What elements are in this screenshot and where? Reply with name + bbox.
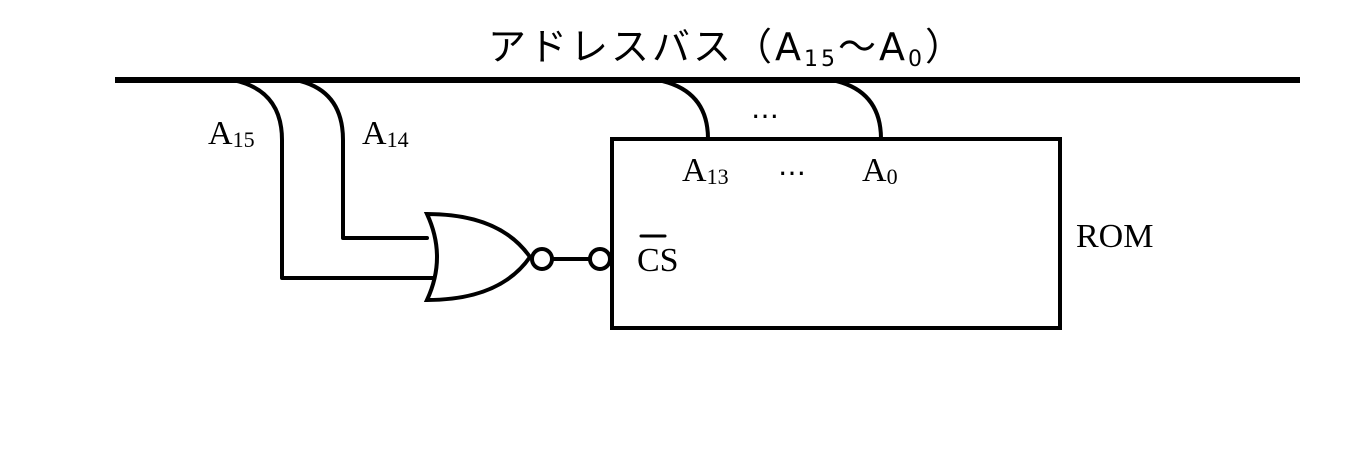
a15-wire <box>231 78 436 280</box>
nor-output-bubble <box>530 247 554 271</box>
a13-pin-label: A13 <box>682 152 729 189</box>
bus-title: アドレスバス（A15〜A0） <box>488 25 966 72</box>
pin-ellipsis: … <box>778 149 806 182</box>
rom-chip <box>610 137 1062 330</box>
cs-input-bubble <box>588 247 612 271</box>
a0-pin-label: A0 <box>862 152 898 189</box>
rom-label: ROM <box>1076 218 1153 255</box>
nor-gate <box>423 211 533 303</box>
a14-label: A14 <box>362 115 409 152</box>
a0-wire <box>830 78 883 141</box>
cs-label: CS <box>637 242 679 279</box>
bus-ellipsis: … <box>751 92 779 125</box>
a13-wire <box>656 78 710 141</box>
a15-label: A15 <box>208 115 255 152</box>
a14-wire <box>294 78 429 240</box>
